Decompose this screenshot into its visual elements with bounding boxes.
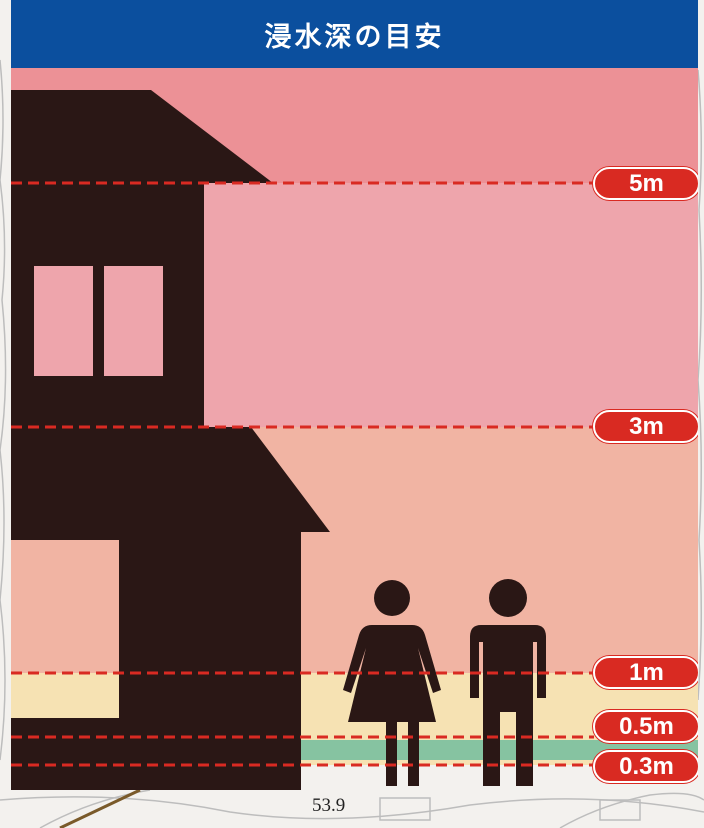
depth-marker-3m: 3m (593, 410, 698, 443)
woman-icon (343, 580, 441, 786)
house-window-left (34, 266, 93, 376)
man-icon (470, 579, 546, 786)
map-elevation-label: 53.9 (312, 795, 345, 817)
depth-marker-1m: 1m (593, 656, 698, 689)
depth-marker-0-5m: 0.5m (593, 710, 698, 743)
depth-marker-5m: 5m (593, 167, 698, 200)
house-window-right (104, 266, 163, 376)
house-window-lower (11, 540, 119, 673)
panel-title: 浸水深の目安 (11, 0, 698, 68)
flood-depth-panel: 浸水深の目安 5m 3m 1m 0.5m 0.3m (11, 0, 698, 790)
depth-marker-0-3m: 0.3m (593, 750, 698, 783)
